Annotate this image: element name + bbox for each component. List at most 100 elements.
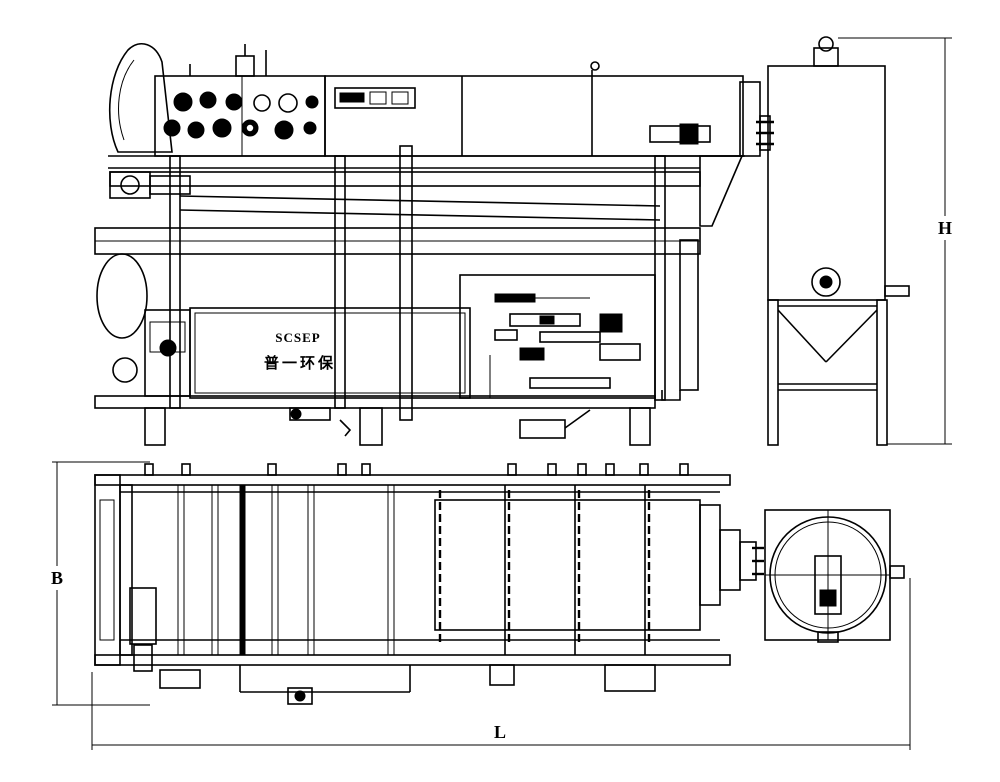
plan-rollers [177,484,395,656]
bracket [181,463,191,476]
length-dimension: L [91,578,911,750]
tank-stand-leg [876,299,888,446]
control-component [599,343,641,361]
upper-control-panel [334,87,416,109]
tank-inspection-port [811,267,841,297]
pump-outlet [339,419,352,437]
motor-shaft [120,175,140,195]
right-riser-pipe [679,239,699,391]
control-component [494,329,518,341]
support-leg [359,407,383,446]
panel-frame [334,87,416,109]
wash-water-pipe [399,145,413,421]
roller [278,93,298,113]
plan-outlet [489,664,515,686]
discharge-end [699,504,721,606]
roller [163,119,181,137]
roller [305,95,319,109]
support-leg [144,407,166,446]
bracket [605,463,615,476]
stand-brace [777,309,827,363]
length-label: L [494,722,506,742]
bracket [361,463,371,476]
top-side-rail [94,474,731,486]
logo-name-text: 普一环保 [264,354,336,372]
pump-port [294,690,306,702]
agitator-motor [813,47,839,67]
panel-switch [339,92,365,103]
pump-port [290,408,302,420]
flocculation-drum [96,253,148,339]
roller [274,120,294,140]
motor-cap [818,36,834,52]
plan-bottom-piping [239,664,656,705]
belt-line [179,209,661,221]
port-center [819,275,833,289]
valve-wheel [112,357,138,383]
filtrate-tank [189,307,471,399]
width-label-bg [47,566,67,590]
roller-group [163,91,319,140]
bottom-side-rail [94,654,731,666]
press-rollers [438,485,651,655]
tensioning-cylinder [649,123,711,145]
roller-section-frame [154,75,326,157]
roller [303,121,317,135]
tank-side-outlet [884,285,910,297]
control-component [539,315,555,325]
control-box-frame [459,274,656,399]
discharge-chute [699,155,744,227]
bracket [547,463,557,476]
feed-roller [119,484,133,656]
control-component [519,347,545,361]
roller [212,118,232,138]
press-zone [434,499,701,631]
bracket [639,463,649,476]
pump-rotor [159,339,177,357]
support-leg [629,407,651,446]
plan-roller [211,484,219,656]
panel-switch [369,91,387,105]
sludge-pump [289,407,352,437]
bracket [577,463,587,476]
feed-end-inner [99,499,115,641]
bracket [267,463,277,476]
pump-body [289,407,331,421]
stand-brace [825,309,878,363]
height-dimension: H [838,37,955,445]
feed-hopper [108,42,173,153]
control-component [494,293,536,303]
cylinder-block [679,123,699,145]
tank-stand-leg [767,299,779,446]
plan-roller [177,484,185,656]
plan-roller [307,484,315,656]
plan-roller [271,484,279,656]
width-label: B [51,568,63,588]
tank-elevation-view: H [767,36,955,446]
height-label-bg [935,216,955,240]
roller [173,92,193,112]
plan-drive-motor [129,587,157,645]
bracket [507,463,517,476]
plan-gearbox [133,644,153,672]
tank-inner-border [194,312,466,394]
plan-view: B L [47,461,911,750]
bracket [144,463,154,476]
plan-filtrate-box [604,664,656,692]
control-component [509,313,581,327]
mixing-tank [767,65,886,301]
roller [253,94,271,112]
top-valve-box [235,55,255,77]
plan-roller [387,484,395,656]
tank-bottom-flange [817,631,839,643]
bracket [679,463,689,476]
control-component [529,377,611,389]
frame-column [654,155,666,401]
roller [225,93,243,111]
plan-roller-drive [239,484,246,656]
feed-end-frame [94,474,121,666]
plan-pump [287,687,313,705]
control-component [599,313,623,333]
frame-column [334,155,346,409]
bracket [337,463,347,476]
